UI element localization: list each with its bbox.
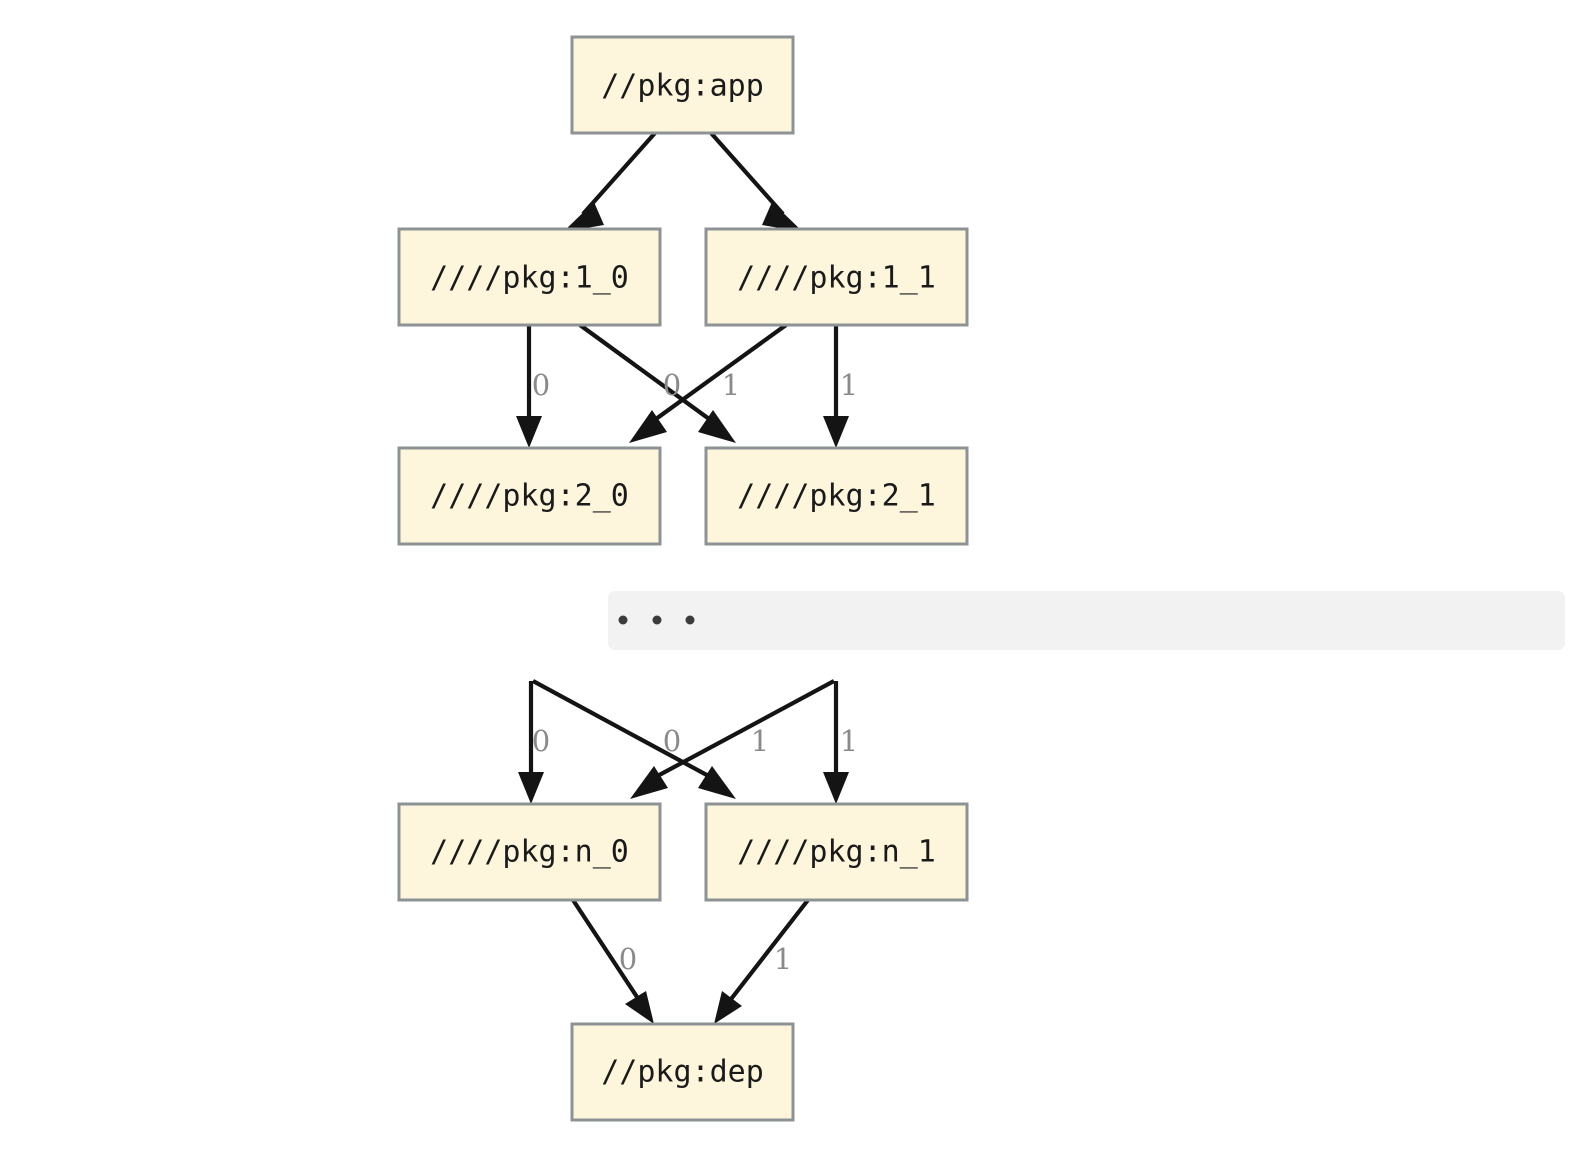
node-box (704, 446, 969, 546)
edge-app-to-1_1[interactable] (709, 131, 803, 232)
node-label: ////pkg:2_0 (430, 479, 629, 514)
arrowhead-icon (698, 410, 736, 443)
arrowhead-icon (698, 766, 736, 799)
node-box (704, 802, 969, 902)
edge-label-1_1-2_0: 0 (663, 368, 681, 402)
edge-truncated-to-n_1[interactable]: 1 (823, 681, 858, 804)
arrowhead-icon (518, 772, 544, 804)
node-box (570, 1022, 795, 1122)
node-label: //pkg:app (601, 69, 764, 104)
arrowhead-icon (714, 991, 742, 1024)
node-pkg-2_0[interactable]: ////pkg:2_0 (397, 446, 662, 546)
edge-truncated-cross-to-n_0[interactable]: 0 (630, 679, 835, 799)
edge-label-n_1-dep: 1 (774, 942, 792, 976)
edge-line (532, 679, 717, 782)
edge-label-1_0-2_0: 0 (532, 368, 550, 402)
node-box (397, 446, 662, 546)
edge-label-truncated-n_1-cross: 1 (751, 724, 769, 758)
edge-label-1_0-2_1: 1 (722, 368, 740, 402)
node-pkg-n_0[interactable]: ////pkg:n_0 (397, 802, 662, 902)
node-box (570, 35, 795, 135)
edge-label-n_0-dep: 0 (619, 942, 637, 976)
edge-truncated-cross-to-n_1[interactable]: 1 (532, 679, 769, 799)
edge-line (571, 898, 643, 1005)
edge-truncated-to-n_0[interactable]: 0 (518, 681, 550, 804)
arrowhead-icon (629, 410, 667, 443)
node-pkg-n_1[interactable]: ////pkg:n_1 (704, 802, 969, 902)
node-pkg-1_1[interactable]: ////pkg:1_1 (704, 227, 969, 327)
edge-1_1-to-2_1[interactable]: 1 (823, 325, 858, 448)
arrowhead-icon (630, 766, 668, 799)
arrowhead-icon (823, 772, 849, 804)
node-box (397, 227, 662, 327)
node-label: ////pkg:n_1 (737, 835, 936, 870)
ellipsis-dot (618, 615, 628, 625)
node-label: ////pkg:1_0 (430, 261, 629, 296)
edge-line (649, 679, 835, 782)
edge-line (726, 898, 810, 1005)
node-label: ////pkg:n_0 (430, 835, 629, 870)
node-pkg-1_0[interactable]: ////pkg:1_0 (397, 227, 662, 327)
arrowhead-icon (625, 991, 654, 1024)
edge-label-truncated-n_0: 0 (532, 724, 550, 758)
node-label: ////pkg:1_1 (737, 261, 936, 296)
edge-label-truncated-n_0-cross: 0 (663, 724, 681, 758)
arrowhead-icon (516, 416, 542, 448)
edge-1_0-to-2_1[interactable]: 1 (578, 323, 740, 443)
edge-n_1-to-dep[interactable]: 1 (714, 898, 810, 1024)
edge-label-1_1-2_1: 1 (840, 368, 858, 402)
node-label: //pkg:dep (601, 1055, 764, 1090)
edge-1_0-to-2_0[interactable]: 0 (516, 325, 550, 448)
edge-1_1-to-2_0[interactable]: 0 (629, 323, 788, 443)
ellipsis-dot (652, 615, 662, 625)
arrowhead-icon (762, 202, 803, 232)
edge-n_0-to-dep[interactable]: 0 (571, 898, 654, 1024)
edge-line (581, 131, 657, 216)
node-box (397, 802, 662, 902)
ellipsis-band (608, 591, 1565, 650)
edge-line (578, 323, 718, 426)
edge-label-truncated-n_1: 1 (840, 724, 858, 758)
edge-app-to-1_0[interactable] (563, 131, 657, 232)
node-label: ////pkg:2_1 (737, 479, 936, 514)
node-pkg-app[interactable]: //pkg:app (570, 35, 795, 135)
arrowhead-icon (563, 202, 604, 232)
node-pkg-dep[interactable]: //pkg:dep (570, 1022, 795, 1122)
node-box (704, 227, 969, 327)
node-pkg-2_1[interactable]: ////pkg:2_1 (704, 446, 969, 546)
arrowhead-icon (823, 416, 849, 448)
edge-line (709, 131, 785, 216)
ellipsis-dot (685, 615, 695, 625)
truncation-ellipsis (608, 591, 1565, 650)
edge-line (647, 323, 788, 426)
